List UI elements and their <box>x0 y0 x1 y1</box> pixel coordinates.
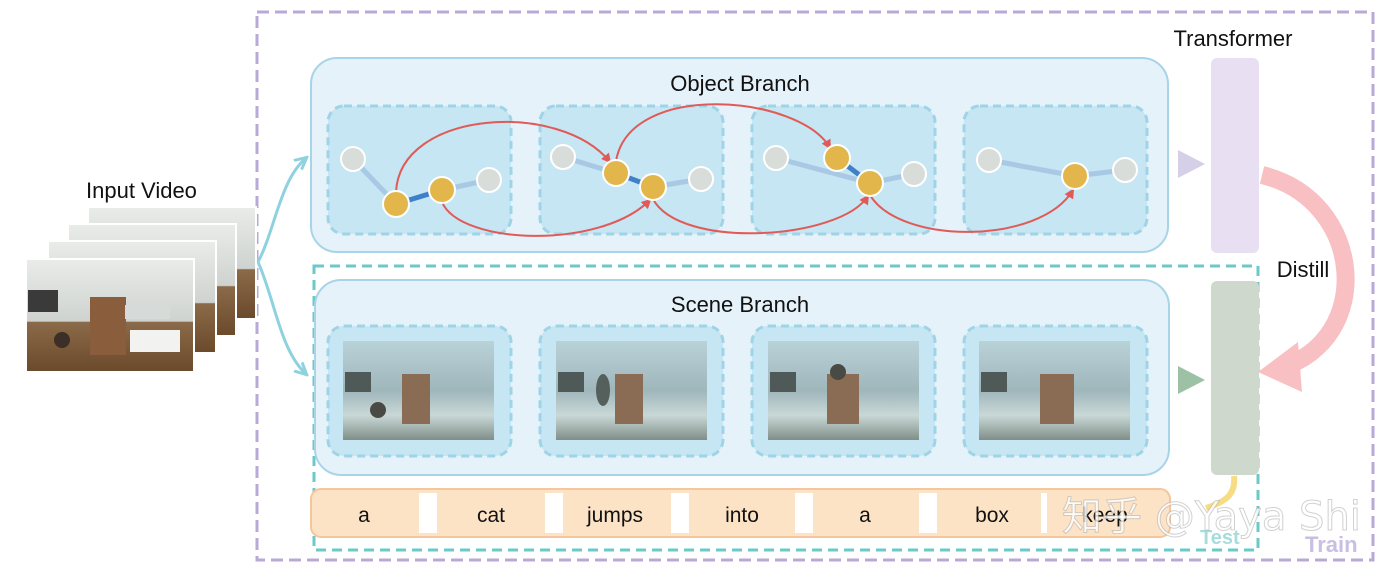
scene-branch-panel <box>314 279 1170 476</box>
caption-words: a cat jumps into a box keep <box>317 493 1164 533</box>
test-label: Test <box>1200 527 1240 549</box>
student-to-caption-arrow <box>1205 475 1238 511</box>
input-video-label: Input Video <box>86 178 197 203</box>
caption-word-2: cat <box>477 504 505 527</box>
watermark: 知乎 @Yaya Shi <box>1062 494 1361 540</box>
distill-label: Distill <box>1277 257 1330 282</box>
graph-nodes <box>340 144 1138 218</box>
scene-frame-4 <box>962 324 1149 458</box>
scene-frame-1 <box>326 324 513 458</box>
distill-arrowhead <box>1258 342 1302 392</box>
transformer-label: Transformer <box>1174 26 1293 51</box>
scene-branch-title: Scene Branch <box>671 292 809 317</box>
arrow-to-object-branch <box>256 158 306 263</box>
train-label: Train <box>1305 532 1358 557</box>
object-branch-panel <box>310 57 1169 253</box>
transformer-block-student <box>1211 281 1259 475</box>
scene-frame-3 <box>750 324 937 458</box>
temporal-arrows <box>395 103 1075 237</box>
caption-word-7: keep <box>1082 504 1128 527</box>
object-to-transformer-arrow <box>1178 150 1205 178</box>
scene-frame-2 <box>538 324 725 458</box>
video-frame-1 <box>25 258 195 373</box>
distill-arrow <box>1259 166 1355 377</box>
scene-to-transformer-arrow <box>1178 366 1205 394</box>
object-frame-1 <box>326 104 513 236</box>
transformer-block-teacher <box>1211 58 1259 253</box>
caption-word-1: a <box>358 504 370 527</box>
caption-word-6: box <box>975 504 1009 527</box>
caption-word-3: jumps <box>586 504 643 527</box>
caption-word-5: a <box>859 504 871 527</box>
arrow-to-scene-branch <box>256 261 306 374</box>
object-branch-title: Object Branch <box>670 71 809 96</box>
object-frame-2 <box>538 104 725 236</box>
caption-word-4: into <box>725 504 759 527</box>
input-video-stack: Input Video <box>25 178 257 373</box>
